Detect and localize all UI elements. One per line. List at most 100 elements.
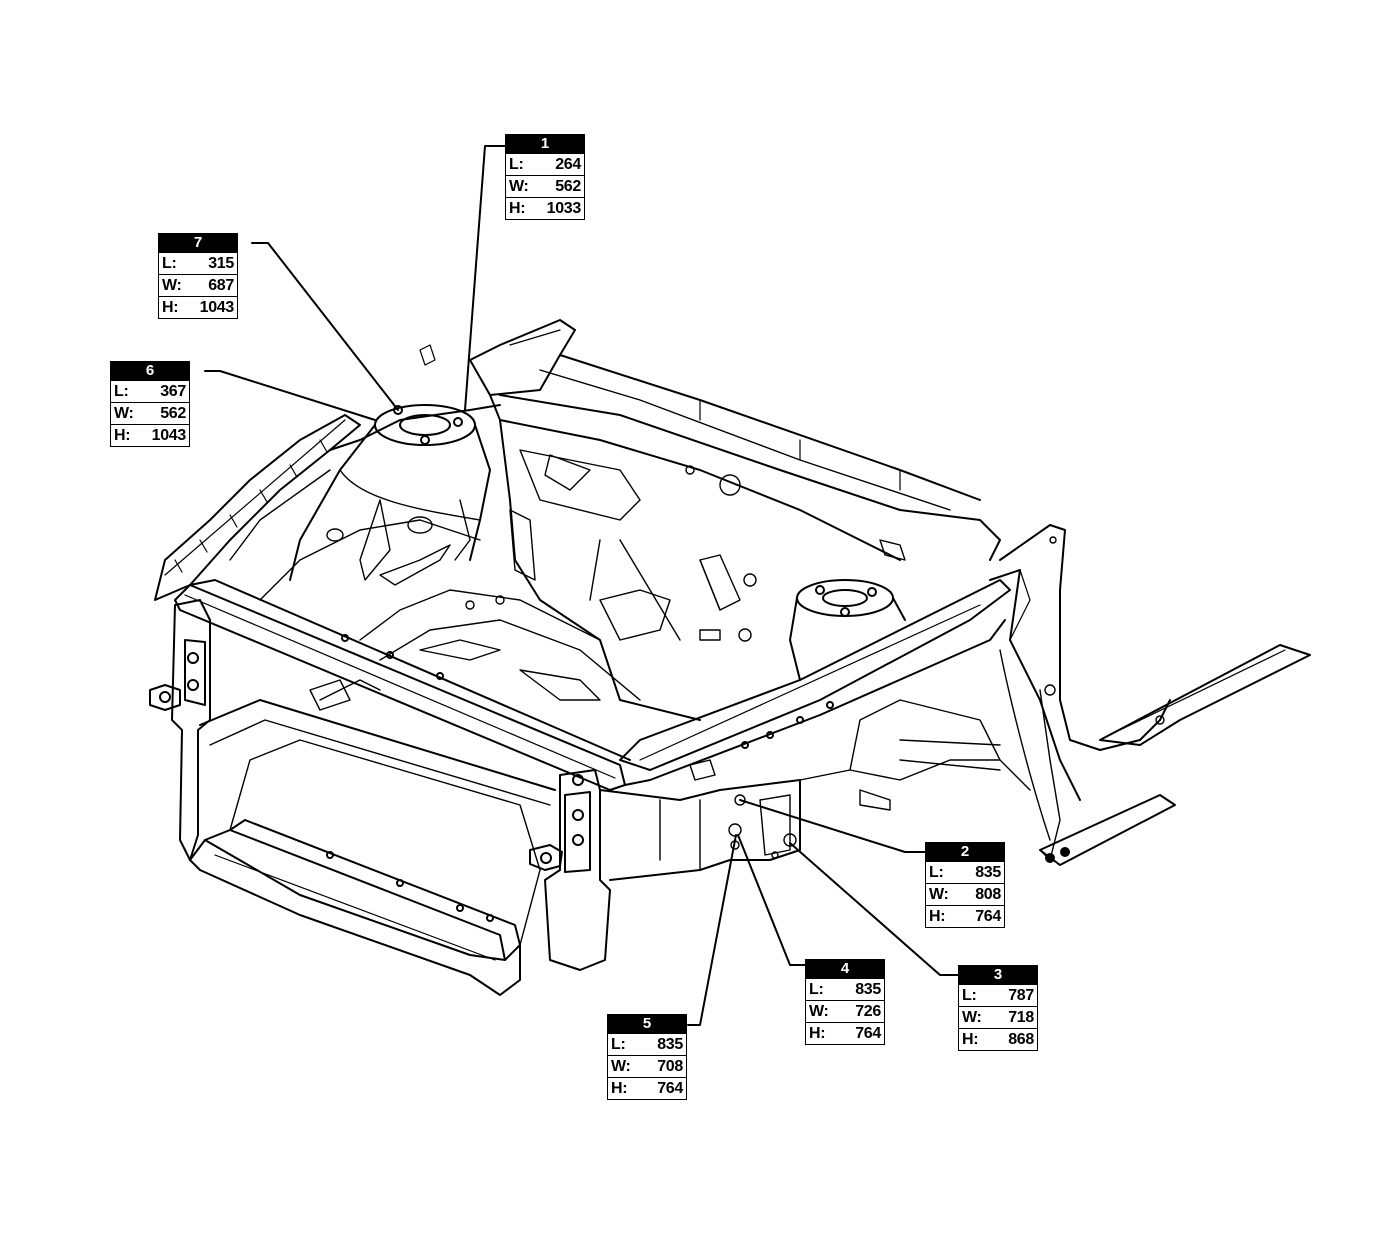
dimension-label: H: [162,299,179,316]
leader-line-1 [464,145,506,411]
dimension-label: W: [509,178,529,195]
dimension-label: L: [929,864,944,881]
callout-row-width: W: 726 [806,1000,884,1022]
leader-lines [204,145,959,1026]
callout-row-width: W: 562 [111,402,189,424]
callout-row-width: W: 687 [159,274,237,296]
callout-row-height: H: 1033 [506,197,584,219]
callout-row-height: H: 764 [806,1022,884,1044]
dimension-value: 1043 [151,427,187,444]
dimension-value: 264 [555,156,581,173]
dimension-value: 687 [208,277,234,294]
right-rocker-sill [1039,644,1311,866]
dimension-label: H: [929,908,946,925]
firewall-panel [489,394,901,721]
dimension-value: 868 [1008,1031,1034,1048]
callout-number: 1 [506,135,584,153]
dimension-label: W: [611,1058,631,1075]
callout-row-width: W:718 [959,1006,1037,1028]
right-strut-tower [789,579,906,681]
left-front-post [149,599,211,861]
left-side-apron [154,404,501,601]
callout-row-length: L: 835 [806,978,884,1000]
dimension-label: L: [509,156,524,173]
leader-line-5 [687,834,737,1026]
callout-number: 5 [608,1015,686,1033]
dimension-value: 764 [657,1080,683,1097]
dimension-label: H: [114,427,131,444]
leader-line-3 [789,842,959,976]
callout-row-length: L: 264 [506,153,584,175]
leader-line-4 [737,834,806,966]
dimension-value: 315 [208,255,234,272]
dimension-label: W: [162,277,182,294]
dimension-value: 562 [555,178,581,195]
callout-row-length: L: 367 [111,380,189,402]
callout-row-width: W: 708 [608,1055,686,1077]
dimension-value: 367 [160,383,186,400]
lower-frame-rails [309,589,641,711]
dimension-value: 835 [657,1036,683,1053]
callout-number: 2 [926,843,1004,861]
dimension-label: L: [114,383,129,400]
callout-row-length: L: 787 [959,984,1037,1006]
callout-6: 6 L: 367 W: 562 H: 1043 [110,361,190,447]
callout-row-width: W: 808 [926,883,1004,905]
leader-line-6 [204,370,376,421]
dimension-label: L: [809,981,824,998]
dimension-label: H: [509,200,526,217]
dimension-label: W: [929,886,949,903]
left-strut-tower [289,404,491,581]
callout-row-height: H: 764 [608,1077,686,1099]
callout-2: 2 L:835 W: 808 H: 764 [925,842,1005,928]
dimension-value: 835 [855,981,881,998]
dimension-value: 764 [855,1025,881,1042]
dimension-value: 764 [975,908,1001,925]
callout-number: 3 [959,966,1037,984]
dimension-label: L: [962,987,977,1004]
dimension-value: 726 [855,1003,881,1020]
upper-front-crossrail [174,579,631,791]
callout-5: 5 L: 835 W: 708 H: 764 [607,1014,687,1100]
dimension-value: 708 [657,1058,683,1075]
right-frame-horn [599,699,1031,881]
dimension-label: W: [114,405,134,422]
right-a-pillar [989,524,1171,861]
callout-row-length: L:835 [926,861,1004,883]
callout-3: 3 L: 787 W:718 H: 868 [958,965,1038,1051]
callout-7: 7 L: 315 W: 687 H: 1043 [158,233,238,319]
dimension-value: 787 [1008,987,1034,1004]
dimension-label: L: [611,1036,626,1053]
callout-row-length: L: 315 [159,252,237,274]
callout-row-height: H: 764 [926,905,1004,927]
callout-row-height: H: 1043 [111,424,189,446]
dimension-label: W: [809,1003,829,1020]
dimension-value: 1043 [199,299,235,316]
left-wheelhouse [229,469,481,601]
dimension-label: H: [809,1025,826,1042]
dimension-label: H: [962,1031,979,1048]
callout-4: 4 L: 835 W: 726 H: 764 [805,959,885,1045]
right-upper-fender-rail [619,579,1011,786]
dimension-label: L: [162,255,177,272]
callout-number: 4 [806,960,884,978]
dimension-label: W: [962,1009,982,1026]
callout-row-height: H: 868 [959,1028,1037,1050]
dimension-value: 808 [975,886,1001,903]
callout-1: 1 L: 264 W: 562 H: 1033 [505,134,585,220]
callout-row-width: W: 562 [506,175,584,197]
dimension-label: H: [611,1080,628,1097]
dimension-value: 1033 [546,200,582,217]
cowl-top [419,319,1001,561]
callout-number: 6 [111,362,189,380]
radiator-support-frame [199,679,556,946]
front-lower-crossmember [189,819,521,996]
leader-line-7 [251,242,399,411]
dimension-value: 562 [160,405,186,422]
right-front-post [529,769,611,971]
callout-number: 7 [159,234,237,252]
callout-row-length: L: 835 [608,1033,686,1055]
leader-line-2 [739,799,926,853]
callout-row-height: H: 1043 [159,296,237,318]
